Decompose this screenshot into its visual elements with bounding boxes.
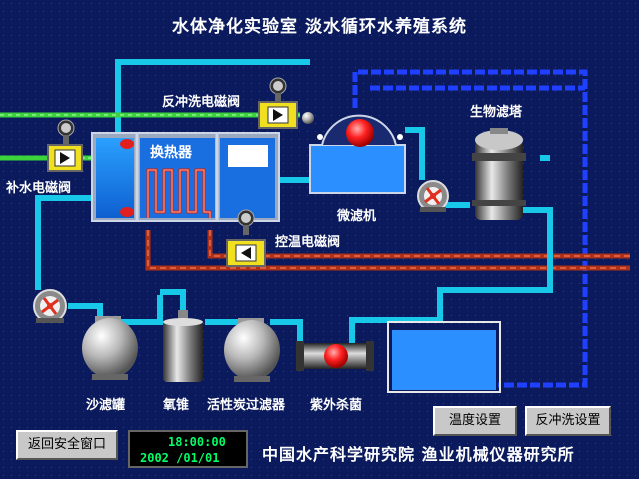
outlet-indicator bbox=[120, 207, 134, 217]
uv-lamp-indicator bbox=[324, 344, 348, 368]
page-title: 水体净化实验室 淡水循环水养殖系统 bbox=[172, 17, 467, 37]
clock-time: 18:00:00 bbox=[168, 435, 226, 449]
temp-control-solenoid-valve[interactable] bbox=[226, 209, 266, 267]
biofilter-tower-label: 生物滤塔 bbox=[470, 105, 523, 120]
culture-tank bbox=[387, 321, 501, 393]
backwash-valve-label: 反冲洗电磁阀 bbox=[162, 95, 241, 110]
refill-solenoid-valve[interactable] bbox=[47, 119, 83, 172]
carbon-filter-label: 活性炭过滤器 bbox=[207, 398, 286, 413]
uv-sterilizer bbox=[296, 341, 374, 371]
temperature-settings-button[interactable]: 温度设置 bbox=[433, 406, 517, 436]
return-pipe bbox=[352, 69, 588, 388]
refill-valve-arrow-icon bbox=[60, 152, 70, 164]
hot-water-pipe bbox=[145, 230, 630, 271]
return-safe-window-button[interactable]: 返回安全窗口 bbox=[16, 430, 118, 460]
backwash-solenoid-valve[interactable] bbox=[258, 77, 298, 129]
heat-exchanger-label: 换热器 bbox=[150, 145, 192, 161]
footer-organization: 中国水产科学研究院 渔业机械仪器研究所 bbox=[262, 445, 575, 464]
oxygen-cone-label: 氧锥 bbox=[163, 398, 190, 413]
microfilter-label: 微滤机 bbox=[337, 209, 377, 224]
tank-display-panel bbox=[228, 145, 268, 167]
sand-filter-tank bbox=[82, 316, 138, 380]
circulation-pump-left bbox=[33, 289, 67, 323]
sand-filter-label: 沙滤罐 bbox=[86, 398, 126, 413]
clock-display: 18:00:00 2002 /01/01 bbox=[128, 430, 248, 468]
carbon-filter-tank bbox=[224, 318, 280, 382]
refill-valve-label: 补水电磁阀 bbox=[6, 181, 72, 196]
oxygen-cone-tank bbox=[163, 310, 203, 382]
biofilter-tower bbox=[472, 128, 526, 220]
inlet-indicator bbox=[120, 139, 134, 149]
microfilter bbox=[302, 112, 406, 194]
air-pipe bbox=[0, 112, 300, 161]
clock-date: 2002 /01/01 bbox=[140, 451, 220, 465]
backwash-valve-arrow-icon bbox=[273, 109, 283, 121]
temp-control-valve-label: 控温电磁阀 bbox=[275, 235, 341, 250]
temp-valve-arrow-icon bbox=[241, 247, 251, 259]
circulation-pump-right bbox=[417, 180, 449, 212]
uv-sterilizer-label: 紫外杀菌 bbox=[310, 398, 363, 413]
microfilter-drum bbox=[346, 119, 374, 147]
water-pipe bbox=[35, 59, 553, 345]
backwash-settings-button[interactable]: 反冲洗设置 bbox=[525, 406, 611, 436]
heat-exchanger-coil bbox=[146, 168, 212, 218]
